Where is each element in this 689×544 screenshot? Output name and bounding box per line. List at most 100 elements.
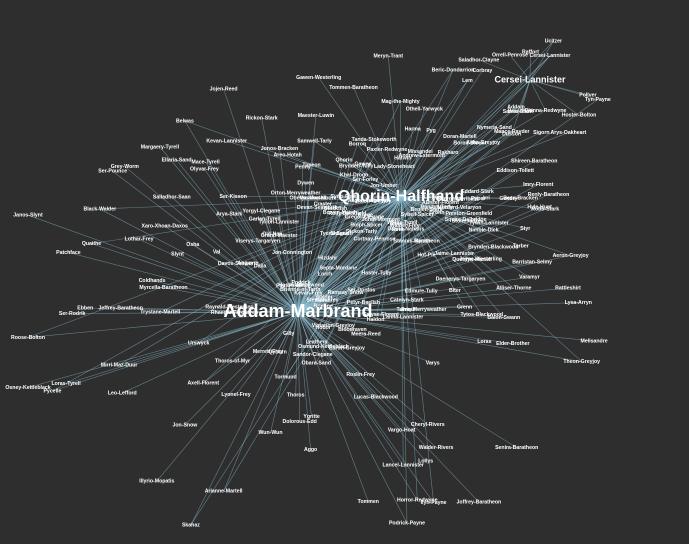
node-label[interactable]: Grey-Worm bbox=[111, 164, 140, 170]
node-label[interactable]: Myrcella-Baratheon bbox=[139, 285, 187, 291]
node-label[interactable]: Ebben bbox=[77, 305, 93, 311]
node-label[interactable]: Cortnay-Penrose bbox=[354, 237, 396, 243]
node-label[interactable]: Irri bbox=[483, 196, 490, 202]
node-label[interactable]: Pyg bbox=[426, 128, 436, 134]
node-label[interactable]: Lyonel-Frey bbox=[221, 392, 250, 398]
node-label[interactable]: Urswyck bbox=[188, 340, 209, 346]
node-label[interactable]: Alliser-Thorne bbox=[496, 285, 531, 291]
node-label[interactable]: Areo-Hotah bbox=[274, 153, 302, 159]
node-label[interactable]: Walder-Frey bbox=[390, 223, 420, 229]
hub-label-cersei[interactable]: Cersei-Lannister bbox=[494, 74, 566, 84]
node-label[interactable]: Saladhor-Clayne bbox=[458, 57, 499, 63]
node-label[interactable]: Benjen-Stark bbox=[411, 207, 443, 213]
node-label[interactable]: Orrell-Penrose bbox=[492, 53, 528, 59]
node-label[interactable]: Orton-Merryweather bbox=[271, 190, 321, 196]
node-label[interactable]: Jaime-Lannister bbox=[434, 251, 474, 257]
node-label[interactable]: Varamyr bbox=[519, 274, 539, 280]
node-label[interactable]: Randyll-Tarly bbox=[421, 205, 454, 211]
node-label[interactable]: Gregor-Clegane bbox=[345, 215, 384, 221]
node-label[interactable]: Jhiqui bbox=[400, 307, 416, 313]
node-label[interactable]: Dolorous-Edd bbox=[283, 419, 317, 425]
node-label[interactable]: Melisandre bbox=[581, 338, 608, 344]
node-label[interactable]: Gawen-Westerling bbox=[296, 75, 341, 81]
node-label[interactable]: Stannis-Baratheon bbox=[394, 238, 440, 244]
node-label[interactable]: Mag-the-Mighty bbox=[381, 99, 419, 105]
node-label[interactable]: Ser-Kisson bbox=[220, 194, 247, 200]
node-label[interactable]: Salladhor-Saan bbox=[153, 194, 191, 200]
node-label[interactable]: Boros-Blount bbox=[453, 141, 486, 147]
node-label[interactable]: Rhaegar-Targaryen bbox=[211, 310, 258, 316]
node-label[interactable]: Pypar bbox=[471, 196, 485, 202]
node-label[interactable]: Cheryl-Rivers bbox=[411, 422, 445, 428]
node-label[interactable]: Hoster-Blackwood bbox=[278, 283, 324, 289]
node-label[interactable]: Leo-Lefford bbox=[108, 390, 137, 396]
node-label[interactable]: Dickon-Tarly bbox=[346, 229, 377, 235]
node-label[interactable]: Jon-Connington bbox=[272, 250, 312, 256]
node-label[interactable]: Gawen bbox=[354, 161, 371, 167]
node-label[interactable]: Podrick-Payne bbox=[389, 521, 425, 527]
node-label[interactable]: Othell-Yarwyck bbox=[406, 107, 443, 113]
node-label[interactable]: Tommen-Baratheon bbox=[329, 85, 378, 91]
node-label[interactable]: Meryn-Trant bbox=[373, 54, 403, 60]
node-label[interactable]: Ramsay-Snow bbox=[328, 290, 364, 296]
node-label[interactable]: Corbray bbox=[472, 68, 492, 74]
node-label[interactable]: Shireen-Baratheon bbox=[511, 158, 557, 164]
node-label[interactable]: Mance-Rayder bbox=[494, 129, 529, 135]
node-label[interactable]: Mandon-Moore bbox=[299, 196, 336, 202]
node-label[interactable]: Dywen bbox=[297, 180, 314, 186]
node-label[interactable]: Qhorin bbox=[335, 157, 352, 163]
node-label[interactable]: Shagwell bbox=[330, 231, 353, 237]
node-label[interactable]: Osha bbox=[186, 242, 199, 248]
node-label[interactable]: Roose-Bolton bbox=[11, 335, 45, 341]
node-label[interactable]: Jeffrey-Baratheon bbox=[98, 305, 142, 311]
node-label[interactable]: Brynden-Tully bbox=[339, 163, 374, 169]
node-label[interactable]: Slynt bbox=[171, 251, 184, 257]
node-label[interactable]: Stonesnake bbox=[452, 218, 481, 224]
node-label[interactable]: Kevan bbox=[315, 298, 331, 304]
node-label[interactable]: Belwas bbox=[176, 118, 194, 124]
node-label[interactable]: Jon-Snow bbox=[173, 422, 199, 428]
node-label[interactable]: Bowen-Marsh bbox=[323, 210, 357, 216]
node-label[interactable]: Cersei-Lannister bbox=[530, 53, 571, 59]
node-label[interactable]: Osmund-Kettleblack bbox=[298, 344, 349, 350]
node-label[interactable]: Merrett-Frey bbox=[253, 349, 283, 355]
node-label[interactable]: Davos-Seaworth bbox=[218, 261, 259, 267]
node-label[interactable]: Nymeria-Sand bbox=[477, 125, 512, 131]
node-label[interactable]: Olyvar-Frey bbox=[190, 166, 219, 172]
node-label[interactable]: Tyene-Sand bbox=[320, 231, 349, 237]
node-label[interactable]: Samwell-Tarly bbox=[297, 139, 332, 145]
node-label[interactable]: Quentyn-Martell bbox=[452, 257, 492, 263]
node-label[interactable]: Rorge bbox=[358, 212, 373, 218]
node-label[interactable]: Leathers bbox=[306, 339, 328, 345]
node-label[interactable]: Renly-Baratheon bbox=[528, 192, 570, 198]
node-label[interactable]: Preston-Greenfield bbox=[445, 211, 492, 217]
node-label[interactable]: Balon-Swann bbox=[487, 315, 520, 321]
node-label[interactable]: Brienne-of-Tarth bbox=[280, 287, 320, 293]
node-label[interactable]: Trystane-Martell bbox=[140, 310, 180, 316]
node-label[interactable]: Catelyn-Stark bbox=[390, 297, 424, 303]
node-label[interactable]: Ellaria-Sand bbox=[162, 157, 192, 163]
node-label[interactable]: Hyle-Hunt bbox=[527, 204, 552, 210]
node-label[interactable]: Jojen-Reed bbox=[210, 86, 238, 92]
node-label[interactable]: Walder bbox=[316, 294, 333, 300]
node-label[interactable]: Shae bbox=[390, 221, 403, 227]
node-label[interactable]: Monford-Velaryon bbox=[437, 205, 481, 211]
node-label[interactable]: Sybell-Spicer bbox=[401, 212, 434, 218]
node-label[interactable]: Rolly-Duckfield bbox=[329, 211, 367, 217]
node-label[interactable]: Kevan-Frey bbox=[294, 290, 322, 296]
node-label[interactable]: Imry-Florent bbox=[523, 182, 554, 188]
node-label[interactable]: Jeyne-Westerling bbox=[459, 256, 502, 262]
node-label[interactable]: Tommen bbox=[358, 499, 379, 505]
node-label[interactable]: Lem bbox=[462, 78, 473, 84]
node-label[interactable]: Tyn-Payne bbox=[585, 97, 611, 103]
node-label[interactable]: Blackfish bbox=[324, 206, 347, 212]
node-label[interactable]: Ucitzer bbox=[545, 39, 562, 45]
node-label[interactable]: Addam bbox=[507, 105, 525, 111]
node-label[interactable]: Reek bbox=[392, 227, 405, 233]
node-label[interactable]: Raynald-Westerling bbox=[205, 304, 253, 310]
node-label[interactable]: Arys-Oakheart bbox=[551, 130, 587, 136]
node-label[interactable]: Bronn bbox=[429, 210, 444, 216]
node-label[interactable]: Hodor bbox=[316, 325, 331, 331]
node-label[interactable]: Asha-Greyjoy bbox=[466, 140, 500, 146]
node-label[interactable]: Pycelle bbox=[43, 388, 61, 394]
